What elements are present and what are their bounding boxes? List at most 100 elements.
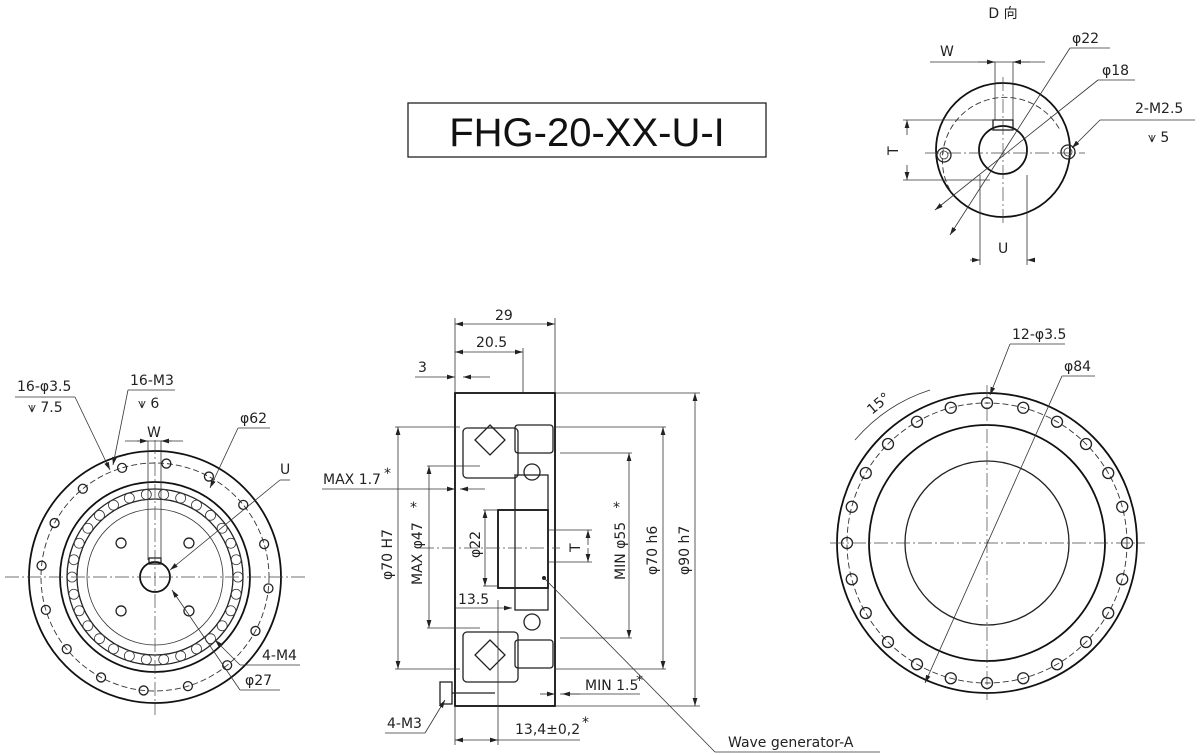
front-u-label: U — [280, 462, 290, 478]
min-phi55-star: * — [613, 500, 620, 516]
d-view-phi22: φ22 — [1072, 31, 1099, 47]
front-holes-depth: ⩛ 7.5 — [28, 400, 63, 416]
dim-min-1-5: MIN 1.5 — [585, 678, 638, 694]
d-view-m25: 2-M2.5 — [1135, 101, 1183, 117]
max-1-7-star: * — [384, 466, 391, 482]
roller — [94, 509, 105, 521]
dim-phi70-h6: φ70 h6 — [645, 526, 661, 575]
roller — [205, 509, 216, 521]
front-phi27: φ27 — [245, 673, 272, 689]
dim-13-5: 13.5 — [458, 592, 489, 608]
roller — [230, 554, 242, 566]
m4-hole — [115, 537, 127, 549]
rear-hole — [1102, 466, 1115, 480]
d-view-u-label: U — [998, 241, 1008, 257]
d-view-m25-depth: ⩛ 5 — [1148, 130, 1169, 146]
rear-hole — [1017, 672, 1030, 685]
roller — [94, 633, 105, 645]
roller — [225, 537, 237, 549]
rear-hole — [1116, 500, 1129, 513]
front-w-label: W — [147, 425, 161, 441]
mounting-hole — [95, 672, 107, 683]
roller — [82, 522, 94, 534]
m4-hole — [183, 605, 195, 617]
mounting-hole — [263, 583, 274, 594]
rear-hole — [1050, 658, 1064, 671]
rear-hole — [1102, 606, 1115, 620]
d-view-t-label: T — [886, 146, 902, 156]
rear-hole — [859, 466, 872, 480]
rear-phi84: φ84 — [1064, 359, 1091, 375]
rear-hole — [881, 635, 895, 649]
roller — [123, 492, 135, 504]
roller — [230, 588, 242, 600]
roller — [191, 499, 202, 511]
dim-3: 3 — [418, 360, 427, 376]
dim-29: 29 — [495, 308, 513, 324]
mounting-hole — [182, 681, 194, 692]
mounting-hole — [203, 471, 215, 482]
rear-hole — [944, 401, 957, 414]
rear-hole — [845, 500, 858, 513]
rear-hole — [859, 606, 872, 620]
max-phi47-star: * — [410, 500, 417, 516]
mounting-hole — [222, 660, 233, 671]
rear-hole — [1050, 415, 1064, 428]
mounting-hole — [250, 625, 261, 637]
roller — [108, 499, 119, 511]
roller — [73, 537, 85, 549]
roller — [82, 620, 94, 632]
d-view-phi18: φ18 — [1102, 63, 1129, 79]
min-1-5-star: * — [636, 673, 643, 689]
roller — [68, 554, 80, 566]
roller — [68, 588, 80, 600]
rear-view: 12-φ3.5 φ84 15° — [830, 327, 1145, 700]
mounting-hole — [138, 685, 149, 696]
wave-generator-label: Wave generator-A — [728, 735, 854, 751]
mounting-hole — [61, 644, 72, 655]
dim-max-phi47: MAX φ47 — [410, 522, 426, 585]
rear-angle: 15° — [864, 390, 893, 418]
dim-phi22: φ22 — [468, 531, 484, 558]
m4-hole — [115, 605, 127, 617]
rear-hole — [910, 415, 924, 428]
roller — [216, 522, 228, 534]
mounting-hole — [238, 499, 249, 510]
mounting-hole — [49, 517, 60, 529]
d-view-w-label: W — [940, 44, 954, 60]
front-threads-label: 16-M3 — [130, 373, 174, 389]
front-holes-label: 16-φ3.5 — [17, 379, 71, 395]
dim-4-m3: 4-M3 — [387, 716, 422, 732]
rear-hole — [1079, 635, 1093, 649]
model-title: FHG-20-XX-U-I — [449, 111, 725, 155]
m4-hole — [183, 537, 195, 549]
rear-hole — [845, 573, 858, 586]
rear-hole — [1116, 573, 1129, 586]
mounting-hole — [116, 462, 128, 473]
mounting-hole — [40, 604, 51, 616]
roller — [158, 654, 170, 665]
dim-phi70-h7: φ70 H7 — [380, 529, 396, 580]
dim-20-5: 20.5 — [476, 335, 507, 351]
mounting-hole — [77, 483, 88, 494]
title-block: FHG-20-XX-U-I — [407, 102, 767, 158]
roller — [225, 605, 237, 617]
section-view: 29 20.5 3 MAX 1.7 * φ70 H7 MAX φ47 * φ22… — [322, 308, 880, 753]
rear-hole — [910, 658, 924, 671]
d-view-label: D 向 — [988, 6, 1017, 22]
dim-13-4: 13,4±0,2 — [515, 722, 580, 738]
dim-phi90-h7: φ90 h7 — [677, 526, 693, 575]
front-view: 16-φ3.5 ⩛ 7.5 16-M3 ⩛ 6 W φ62 U 4-M4 φ27 — [5, 373, 305, 715]
rear-hole — [881, 437, 895, 451]
rear-holes-label: 12-φ3.5 — [1012, 327, 1066, 343]
mounting-hole — [259, 538, 270, 550]
rear-hole — [1079, 437, 1093, 451]
roller — [73, 605, 85, 617]
mounting-hole — [36, 560, 47, 571]
front-phi62: φ62 — [240, 411, 267, 427]
roller — [108, 643, 119, 655]
front-threads-depth: ⩛ 6 — [138, 396, 159, 412]
roller — [175, 492, 187, 504]
rear-hole — [944, 672, 957, 685]
